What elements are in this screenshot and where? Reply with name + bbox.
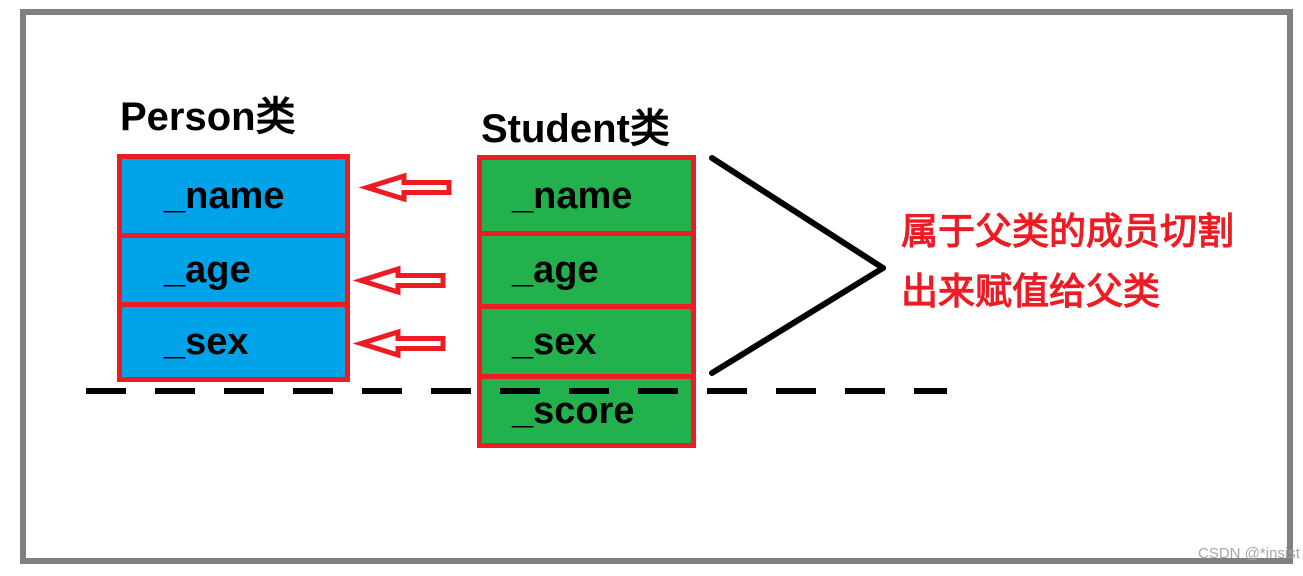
student-class-title: Student类 — [481, 107, 670, 151]
person-field-cell: _age — [117, 233, 350, 307]
diagram-frame — [20, 9, 1293, 564]
student-class-box: _name _age _sex _score — [477, 155, 696, 448]
person-class-title: Person类 — [120, 95, 296, 139]
person-class-box: _name _age _sex — [117, 154, 350, 382]
person-field-cell: _sex — [117, 302, 350, 382]
watermark: CSDN @*insist — [1198, 545, 1300, 562]
student-field-cell: _sex — [477, 304, 696, 379]
person-field-cell: _name — [117, 154, 350, 238]
student-field-cell: _name — [477, 155, 696, 236]
slicing-annotation: 属于父类的成员切割 出来赋值给父类 — [901, 202, 1234, 322]
student-field-cell: _age — [477, 231, 696, 309]
slicing-annotation-line1: 属于父类的成员切割 — [901, 211, 1234, 252]
student-field-cell: _score — [477, 374, 696, 448]
slicing-annotation-line2: 出来赋值给父类 — [901, 271, 1160, 312]
